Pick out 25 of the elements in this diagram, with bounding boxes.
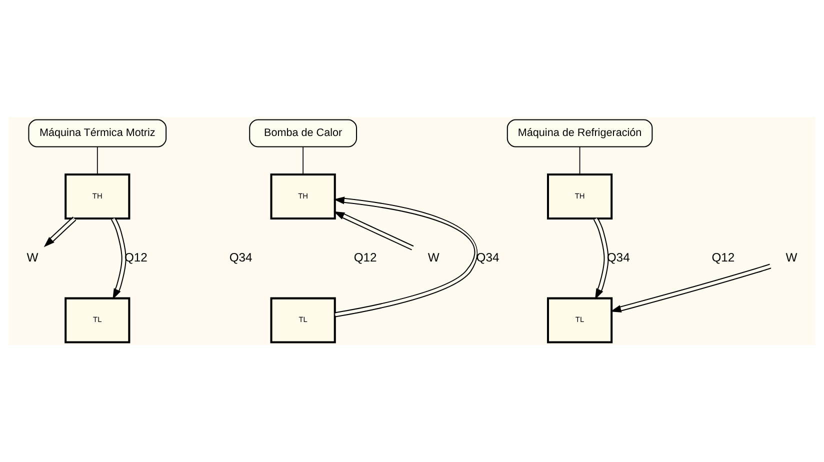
node-box: TL (546, 297, 613, 344)
label: Q12 (354, 250, 377, 264)
arrow (334, 196, 478, 318)
node-text: W (786, 250, 798, 264)
node-box: TL (64, 297, 130, 344)
edge-label: Q34 (476, 250, 500, 264)
node-box: TH (546, 174, 613, 220)
node-text: W (26, 250, 38, 264)
arrow (610, 264, 772, 312)
arrow (111, 217, 126, 300)
label: Q34 (229, 250, 252, 264)
node-box: TH (64, 174, 130, 220)
node-box: TL (270, 297, 336, 344)
connector (302, 146, 304, 175)
arrow (44, 216, 76, 248)
arrow (593, 217, 609, 300)
node-box: Bomba de Calor (249, 119, 358, 148)
node-box: TH (270, 174, 336, 220)
connector (96, 146, 98, 175)
label: Q12 (712, 250, 735, 264)
node-text: W (428, 250, 440, 264)
node-box: Máquina de Refrigeración (506, 119, 653, 148)
connector (579, 146, 580, 175)
arrow (334, 211, 414, 250)
node-box: Máquina Térmica Motriz (28, 119, 167, 148)
